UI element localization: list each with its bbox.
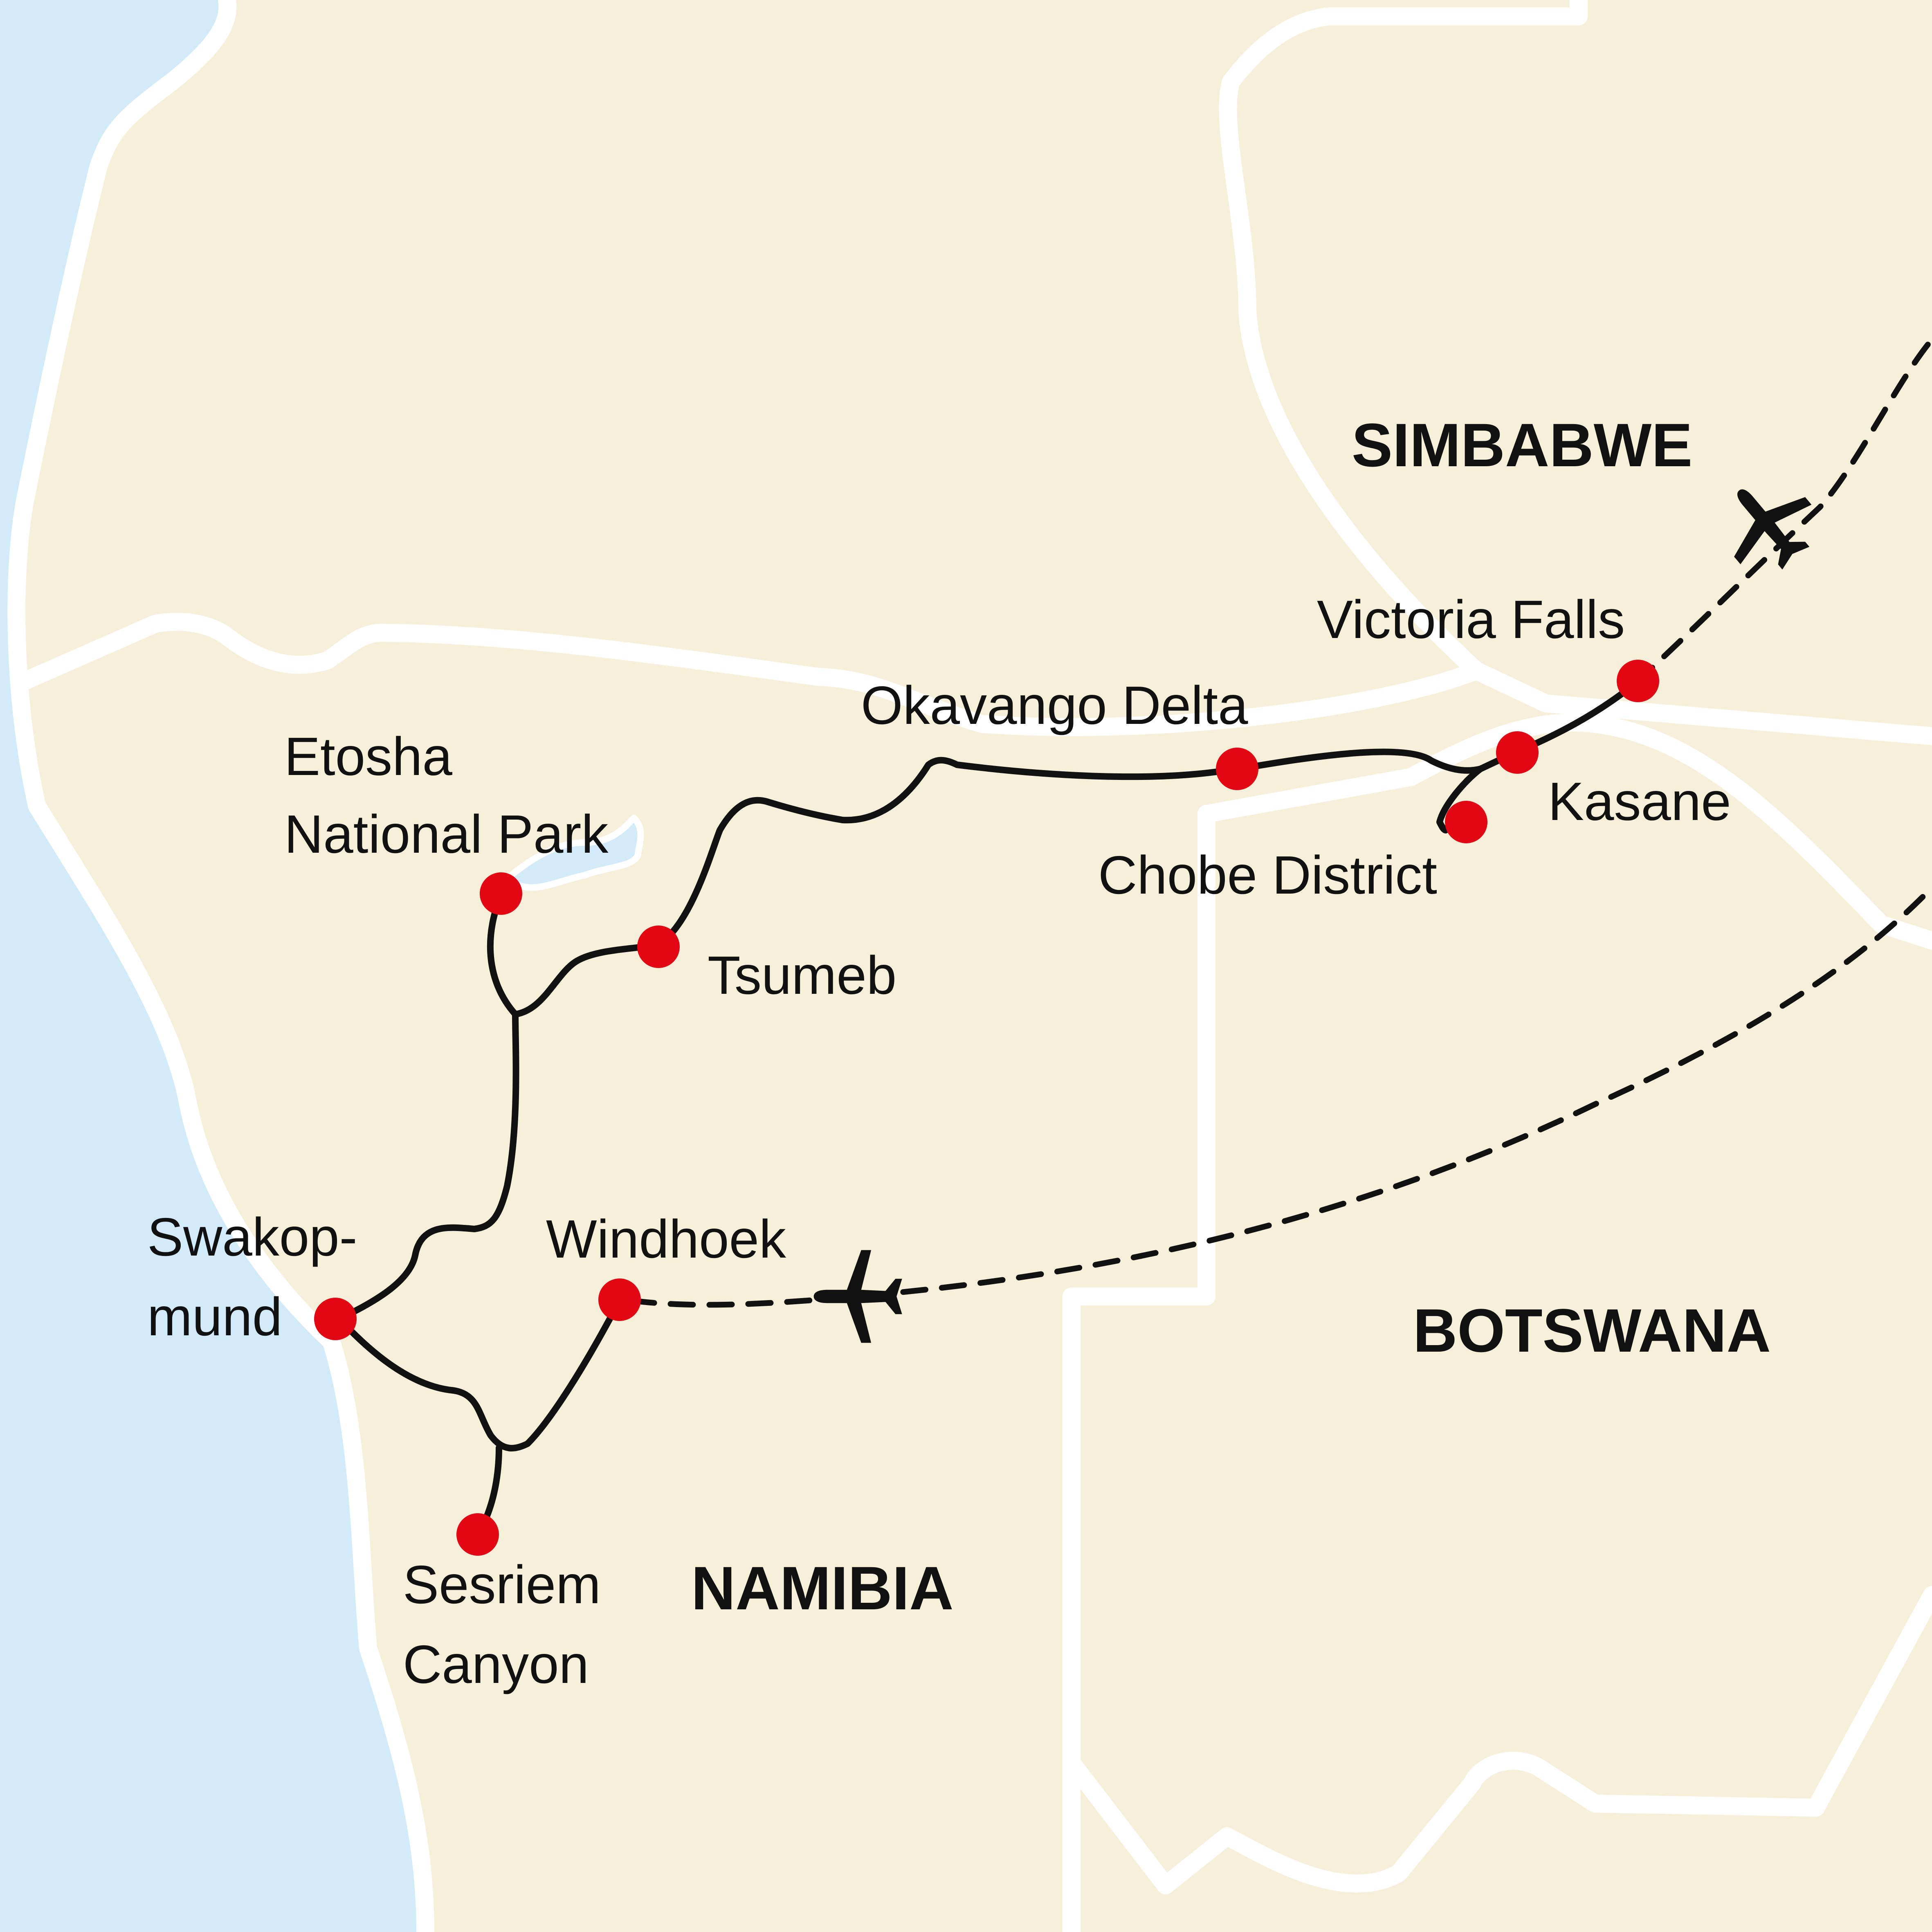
airplane-icon bbox=[1734, 489, 1812, 570]
etosha-pan bbox=[508, 815, 644, 891]
marker-chobe-district[interactable] bbox=[1445, 801, 1487, 843]
country-label-namibia: NAMIBIA bbox=[691, 1554, 954, 1622]
label-tsumeb: Tsumeb bbox=[708, 945, 896, 1005]
flight-routes bbox=[629, 337, 1932, 1308]
marker-etosha[interactable] bbox=[480, 872, 522, 915]
label-chobe-district: Chobe District bbox=[1098, 845, 1437, 905]
label-etosha-line1: Etosha bbox=[284, 726, 453, 786]
marker-swakopmund[interactable] bbox=[314, 1298, 357, 1340]
airplane-icon bbox=[813, 1250, 902, 1343]
marker-windhoek[interactable] bbox=[598, 1278, 641, 1321]
location-markers bbox=[314, 660, 1659, 1556]
label-sesriem-line2: Canyon bbox=[403, 1634, 589, 1694]
marker-tsumeb[interactable] bbox=[637, 926, 680, 968]
country-label-botswana: BOTSWANA bbox=[1413, 1296, 1771, 1365]
flight-route-out bbox=[1633, 337, 1932, 686]
label-etosha-line2: National Park bbox=[284, 804, 609, 864]
country-label-simbabwe: SIMBABWE bbox=[1352, 411, 1692, 479]
label-sesriem-line1: Sesriem bbox=[403, 1555, 601, 1615]
label-swakopmund-line2: mund bbox=[147, 1287, 282, 1347]
marker-sesriem-canyon[interactable] bbox=[456, 1513, 499, 1556]
flight-route-in bbox=[629, 885, 1932, 1308]
borders bbox=[7, 0, 1932, 1932]
label-swakopmund-line1: Swakop- bbox=[147, 1207, 357, 1267]
ocean bbox=[0, 0, 425, 1932]
label-victoria-falls: Victoria Falls bbox=[1317, 589, 1625, 649]
marker-victoria-falls[interactable] bbox=[1617, 660, 1659, 702]
label-windhoek: Windhoek bbox=[546, 1209, 786, 1269]
marker-kasane[interactable] bbox=[1496, 731, 1539, 774]
label-kasane: Kasane bbox=[1548, 771, 1731, 831]
marker-okavango-delta[interactable] bbox=[1216, 748, 1258, 790]
label-okavango-delta: Okavango Delta bbox=[861, 675, 1248, 735]
